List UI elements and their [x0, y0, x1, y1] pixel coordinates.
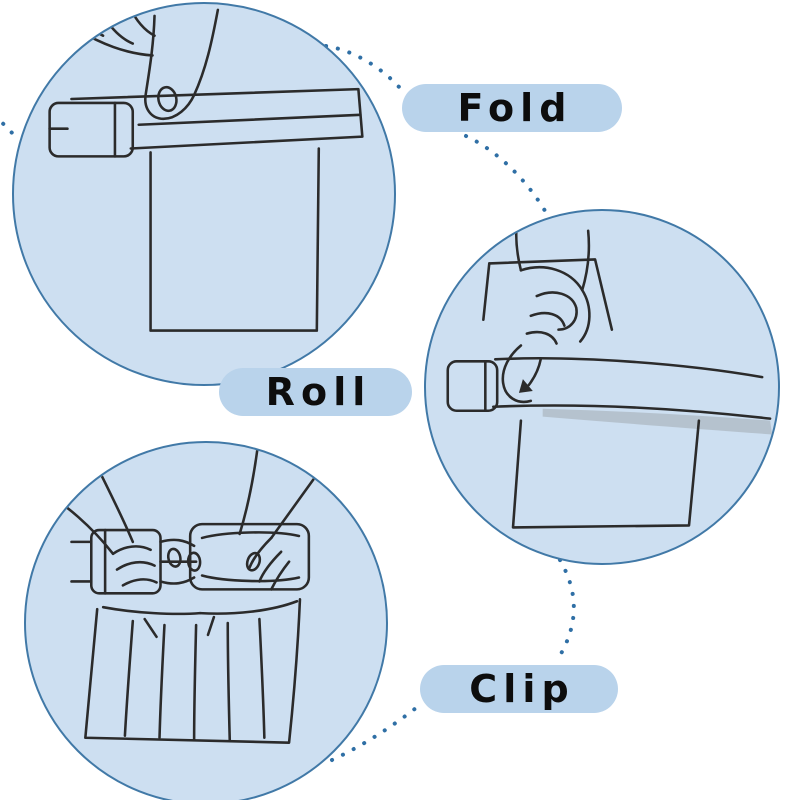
- thumb-nail: [157, 85, 178, 113]
- roll-illustration: [446, 219, 773, 529]
- bag-body: [84, 597, 302, 744]
- fold-step-circle: [12, 2, 396, 386]
- connector-roll-circle-to-clip-label: [554, 558, 576, 664]
- clip-illustration: [40, 447, 334, 744]
- folded-flap: [487, 258, 614, 331]
- rolled-edge: [493, 357, 764, 379]
- fold-illustration: [48, 4, 364, 332]
- hand-fist: [519, 266, 591, 343]
- connector-left-edge-to-fold-circle: [0, 118, 20, 142]
- sealer-clip: [446, 360, 499, 413]
- bag-body: [149, 147, 321, 332]
- roll-direction-arrow: [527, 358, 542, 387]
- arrow-head: [518, 379, 533, 393]
- buckle-female-part: [188, 522, 311, 591]
- connector-clip-circle-to-clip-label: [330, 706, 418, 762]
- fold-label: Fold: [457, 86, 573, 130]
- fold-label-pill: Fold: [402, 84, 622, 132]
- hand-thumb: [501, 344, 533, 404]
- buckle-prongs: [159, 538, 196, 548]
- clip-step-circle: [24, 441, 388, 800]
- bag-body: [511, 419, 701, 529]
- roll-step-circle: [424, 209, 780, 565]
- roll-label-pill: Roll: [219, 368, 412, 416]
- finger-nail: [245, 551, 262, 572]
- bag-creases: [123, 619, 135, 738]
- clip-label: Clip: [469, 667, 575, 711]
- clip-label-pill: Clip: [420, 665, 618, 713]
- bag-fold-strip: [70, 87, 364, 150]
- roll-shadow: [542, 408, 773, 435]
- left-hand-fingers: [111, 545, 152, 556]
- roll-label: Roll: [265, 370, 372, 414]
- hand-thumb: [144, 8, 220, 121]
- connector-fold-label-to-roll-circle: [464, 134, 550, 218]
